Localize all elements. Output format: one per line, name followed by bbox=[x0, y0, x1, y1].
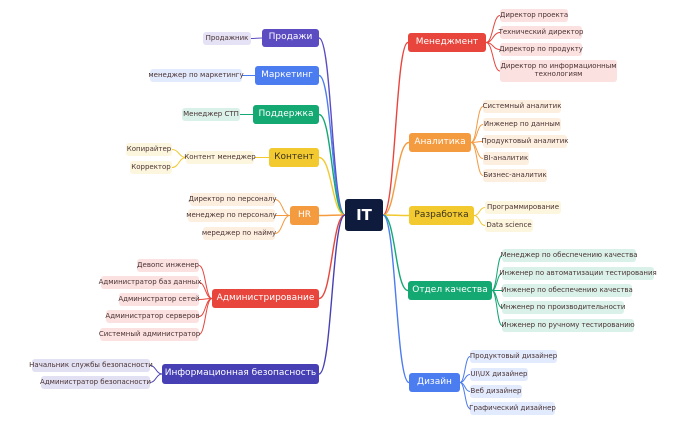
branch-design[interactable]: Дизайн bbox=[409, 373, 460, 392]
leaf-content-0[interactable]: Копирайтер bbox=[126, 143, 172, 156]
leaf-management-1[interactable]: Технический директор bbox=[499, 26, 583, 39]
branch-qa[interactable]: Отдел качества bbox=[408, 281, 492, 300]
edge-hr-2 bbox=[274, 215, 291, 234]
edge-sales-0 bbox=[250, 37, 263, 39]
leaf-design-0[interactable]: Продуктовый дизайнер bbox=[470, 350, 557, 363]
edge-development-0 bbox=[473, 207, 486, 216]
edge-security-1 bbox=[149, 373, 163, 383]
leaf-qa-2[interactable]: Инженер по обеспечению качества bbox=[501, 284, 633, 297]
edge-design-0 bbox=[459, 356, 471, 383]
leaf-analytics-2[interactable]: Продуктовый аналитик bbox=[481, 135, 569, 148]
edge-design-3 bbox=[459, 382, 471, 409]
leaf-management-0[interactable]: Директор проекта bbox=[500, 9, 568, 22]
leaf-support-0[interactable]: Менеджер СТП bbox=[182, 108, 240, 121]
edge-analytics-4 bbox=[470, 142, 484, 176]
leaf-management-3[interactable]: Директор по информационным технологиям bbox=[500, 60, 617, 82]
edge-qa-4 bbox=[491, 290, 503, 326]
leaf-hr-2[interactable]: мереджер по найму bbox=[202, 227, 276, 240]
leaf-security-1[interactable]: Администратор безопасности bbox=[40, 376, 151, 389]
edge-qa bbox=[382, 214, 409, 292]
leaf-development-0[interactable]: Программирование bbox=[485, 201, 561, 214]
branch-admin[interactable]: Администрирование bbox=[212, 289, 319, 308]
branch-management[interactable]: Менеджмент bbox=[408, 33, 486, 52]
edge-development bbox=[382, 214, 410, 217]
edge-analytics bbox=[382, 141, 410, 216]
edge-management bbox=[382, 41, 409, 216]
leaf-analytics-0[interactable]: Системный аналитик bbox=[483, 100, 561, 113]
edge-management-3 bbox=[485, 42, 501, 72]
leaf-design-2[interactable]: Веб дизайнер bbox=[470, 385, 522, 398]
edge-content-1 bbox=[171, 157, 187, 168]
leaf-admin-4[interactable]: Системный администратор bbox=[99, 328, 200, 341]
leaf-admin-2[interactable]: Администратор сетей bbox=[118, 293, 200, 306]
branch-content[interactable]: Контент bbox=[269, 148, 319, 167]
leaf-sales-0[interactable]: Продажник bbox=[203, 32, 251, 45]
edge-security bbox=[318, 214, 346, 375]
leaf-content-1[interactable]: Корректор bbox=[130, 161, 172, 174]
edge-design bbox=[382, 214, 410, 384]
branch-sales[interactable]: Продажи bbox=[262, 29, 319, 47]
branch-security[interactable]: Информационная безопасность bbox=[162, 364, 319, 384]
branch-analytics[interactable]: Аналитика bbox=[409, 133, 471, 152]
edge-marketing bbox=[318, 74, 346, 216]
leaf-analytics-1[interactable]: Инженер по данным bbox=[483, 118, 561, 131]
leaf-marketing-0[interactable]: менеджер по маркетингу bbox=[148, 69, 244, 82]
leaf-content-sub[interactable]: Контент менеджер bbox=[184, 151, 256, 164]
leaf-qa-4[interactable]: Инженер по ручному тестированию bbox=[501, 319, 635, 332]
leaf-admin-1[interactable]: Администратор баз данных bbox=[99, 276, 201, 289]
leaf-management-2[interactable]: Директор по продукту bbox=[499, 43, 583, 56]
edge-support bbox=[318, 113, 346, 216]
center-node[interactable]: IT bbox=[345, 199, 383, 231]
branch-hr[interactable]: HR bbox=[290, 206, 319, 225]
leaf-qa-1[interactable]: Инженер по автоматизации тестирования bbox=[499, 267, 657, 280]
edge-development-1 bbox=[473, 215, 486, 226]
leaf-admin-0[interactable]: Девопс инженер bbox=[137, 259, 199, 272]
leaf-admin-3[interactable]: Администратор серверов bbox=[105, 310, 200, 323]
branch-marketing[interactable]: Маркетинг bbox=[255, 66, 319, 85]
branch-development[interactable]: Разработка bbox=[409, 206, 474, 225]
leaf-development-1[interactable]: Data science bbox=[485, 219, 533, 232]
leaf-qa-3[interactable]: Инженер по производительности bbox=[501, 301, 625, 314]
leaf-design-1[interactable]: UI\UX дизайнер bbox=[470, 368, 528, 381]
leaf-hr-1[interactable]: менеджер по персоналу bbox=[186, 209, 277, 222]
edge-admin bbox=[318, 214, 346, 300]
leaf-security-0[interactable]: Начальник службы безопасности bbox=[29, 359, 153, 372]
edge-admin-4 bbox=[198, 298, 213, 335]
leaf-hr-0[interactable]: Директор по персоналу bbox=[188, 193, 277, 206]
leaf-qa-0[interactable]: Менеджер по обеспечению качества bbox=[500, 249, 638, 262]
leaf-analytics-4[interactable]: Бизнес-аналитик bbox=[483, 169, 547, 182]
edge-hr-0 bbox=[274, 199, 291, 216]
leaf-analytics-3[interactable]: BI-аналитик bbox=[483, 152, 529, 165]
leaf-design-3[interactable]: Графический дизайнер bbox=[469, 402, 556, 415]
edge-hr bbox=[318, 214, 346, 217]
edge-content bbox=[318, 156, 346, 216]
branch-support[interactable]: Поддержка bbox=[253, 105, 319, 124]
